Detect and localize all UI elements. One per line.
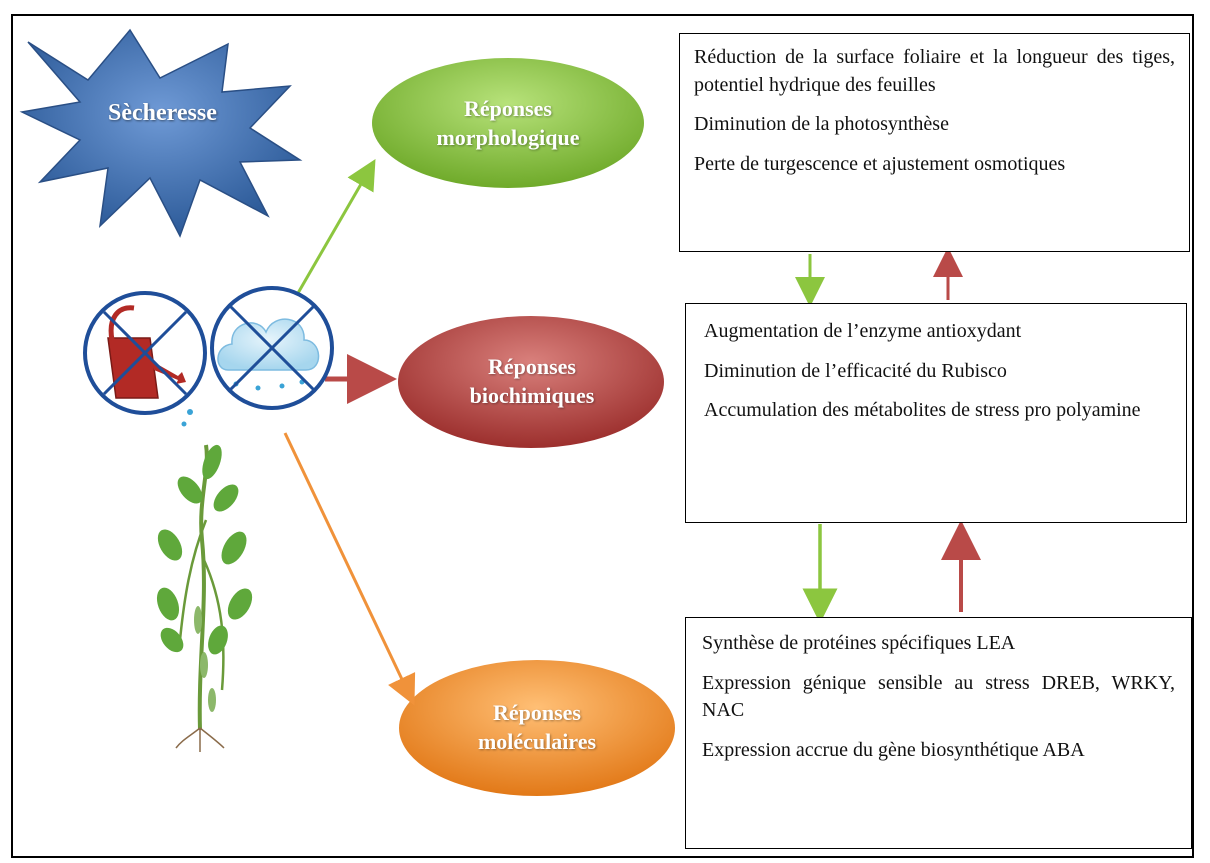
molecular-label-line1: Réponses <box>492 700 581 726</box>
no-watering-can-icon <box>83 291 207 427</box>
morphological-label: Réponses morphologique <box>380 88 636 160</box>
molecular-label-line2: moléculaires <box>477 729 597 754</box>
molecular-ellipse <box>399 660 675 796</box>
morphological-ellipse <box>372 58 644 188</box>
arrow-to-morphological <box>292 159 376 301</box>
morphological-box: Réduction de la surface foliaire et la l… <box>679 33 1190 252</box>
no-rain-cloud-icon <box>210 286 334 410</box>
morphological-item: Perte de turgescence et ajustement osmot… <box>694 152 1066 175</box>
morphological-item: Diminution de la photosynthèse <box>694 113 949 136</box>
biochemical-ellipse <box>398 316 664 448</box>
biochemical-item: Augmentation de l’enzyme antioxydant <box>704 320 1022 342</box>
biochemical-label-line2: biochimiques <box>469 383 595 408</box>
arrow-to-molecular <box>283 432 416 706</box>
molecular-box: Synthèse de protéines spécifiques LEA Ex… <box>685 617 1192 849</box>
diagram-frame <box>11 14 1194 858</box>
morphological-label-line2: morphologique <box>436 125 580 150</box>
biochemical-item: Diminution de l’efficacité du Rubisco <box>704 359 1007 382</box>
morphological-label-line1: Réponses <box>463 96 552 122</box>
drought-label: Sècheresse <box>108 100 217 126</box>
molecular-item: Expression génique sensible au stress DR… <box>702 671 1175 722</box>
molecular-item: Expression accrue du gène biosynthétique… <box>702 738 1085 761</box>
biochemical-label: Réponses biochimiques <box>404 346 660 418</box>
molecular-label: Réponses moléculaires <box>409 692 665 764</box>
morphological-item: Réduction de la surface foliaire et la l… <box>694 46 1175 96</box>
biochemical-item: Accumulation des métabolites de stress p… <box>704 399 1141 422</box>
biochemical-label-line1: Réponses <box>487 354 576 380</box>
drought-burst <box>19 28 303 238</box>
biochemical-box: Augmentation de l’enzyme antioxydant Dim… <box>685 303 1187 523</box>
plant-icon <box>156 444 253 752</box>
molecular-item: Synthèse de protéines spécifiques LEA <box>702 632 1016 654</box>
